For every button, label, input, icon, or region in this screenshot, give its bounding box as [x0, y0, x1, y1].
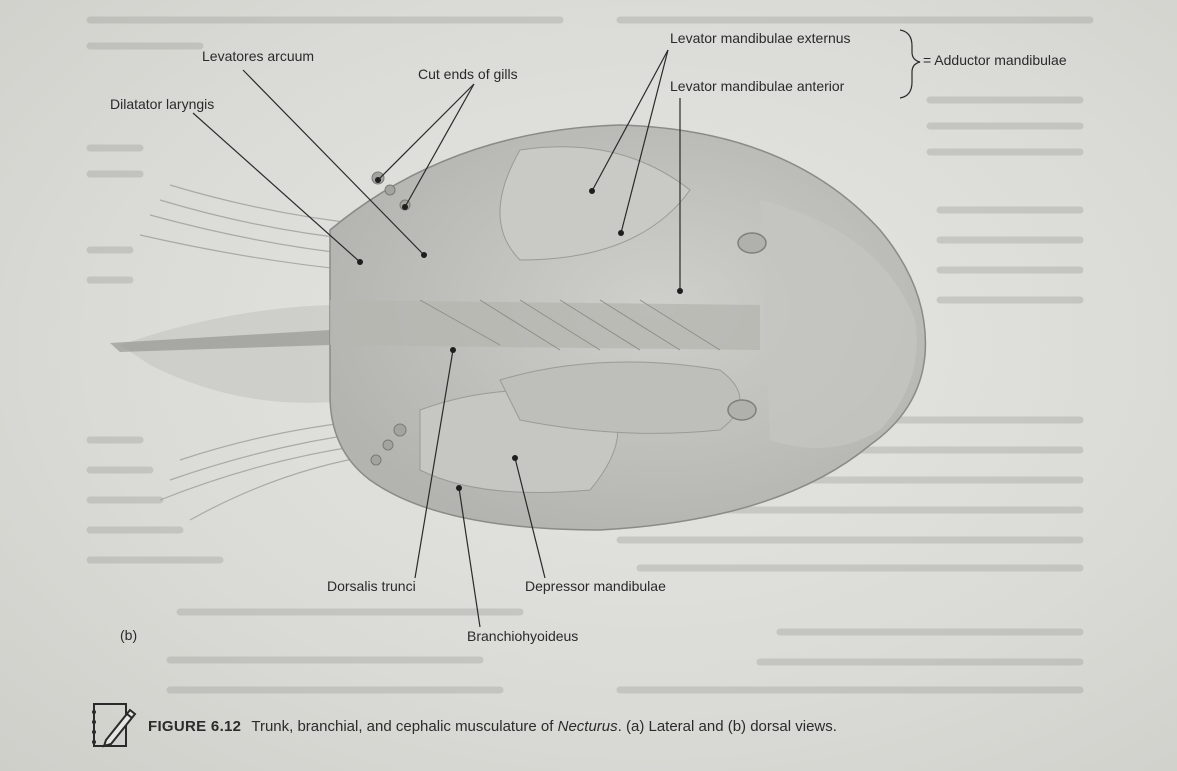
- eye-lower: [727, 399, 757, 421]
- notebook-pencil-icon: [92, 703, 137, 748]
- label-levator-mandibulae-externus: Levator mandibulae externus: [670, 30, 851, 46]
- eye-upper: [737, 232, 767, 254]
- label-levator-mandibulae-anterior: Levator mandibulae anterior: [670, 78, 845, 94]
- label-cut-ends-of-gills: Cut ends of gills: [418, 66, 518, 82]
- label-depressor-mandibulae: Depressor mandibulae: [525, 578, 666, 594]
- label-levatores-arcuum: Levatores arcuum: [202, 48, 315, 64]
- figure-caption: FIGURE 6.12 Trunk, branchial, and cephali…: [148, 718, 837, 735]
- panel-label: (b): [120, 627, 138, 643]
- label-adductor-mandibulae: = Adductor mandibulae: [923, 52, 1067, 68]
- label-dorsalis-trunci: Dorsalis trunci: [327, 578, 416, 594]
- caption-text-after: . (a) Lateral and (b) dorsal views.: [617, 718, 837, 735]
- label-branchiohyoideus: Branchiohyoideus: [467, 628, 579, 644]
- caption-genus: Necturus: [557, 718, 618, 735]
- figure-number: FIGURE 6.12: [148, 718, 242, 735]
- label-dilatator-laryngis: Dilatator laryngis: [110, 96, 215, 112]
- caption-text-before: Trunk, branchial, and cephalic musculatu…: [251, 718, 558, 735]
